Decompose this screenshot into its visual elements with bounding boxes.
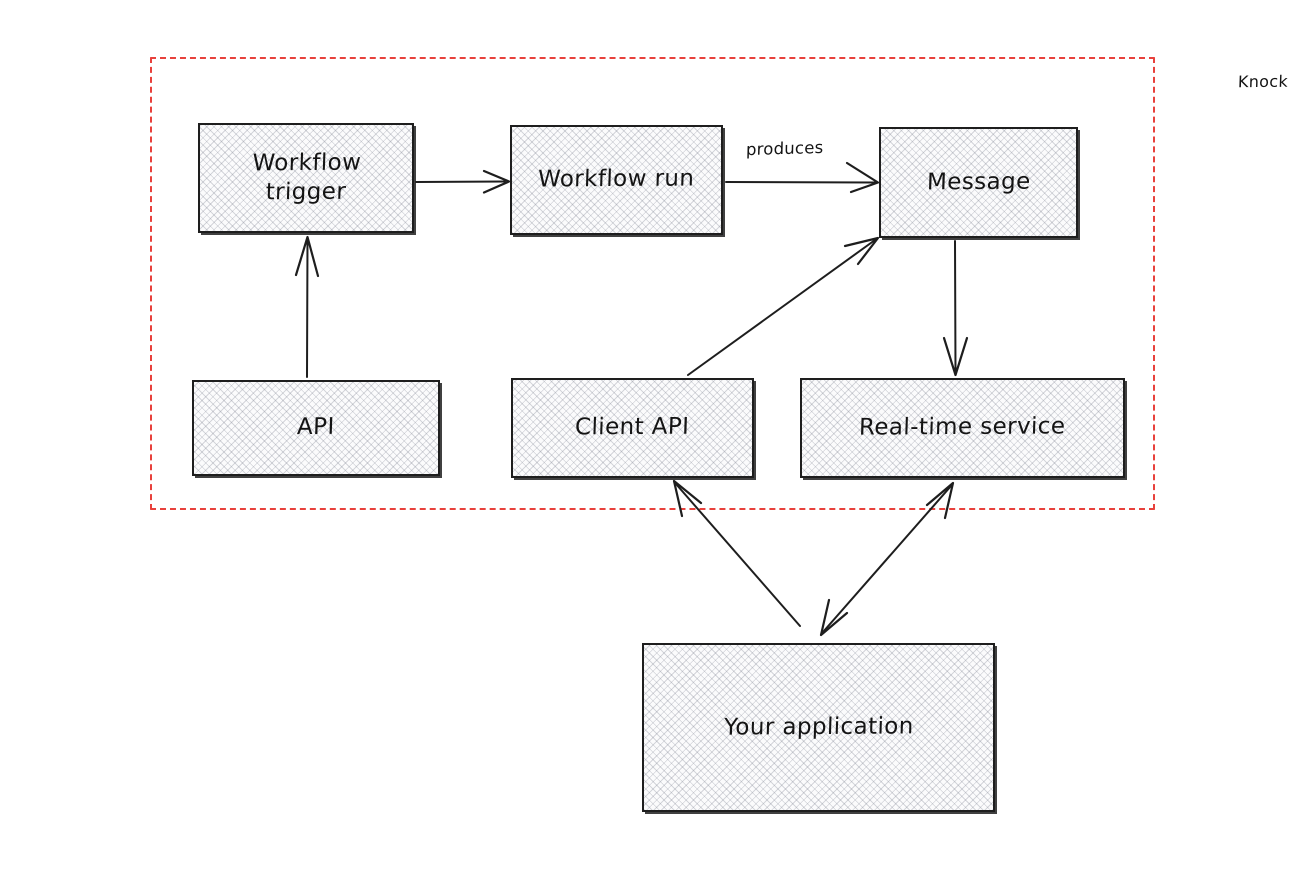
node-workflow-trigger[interactable]: Workflow trigger [198, 123, 414, 233]
node-client-api[interactable]: Client API [511, 378, 754, 478]
node-workflow-run-label: Workflow run [537, 165, 696, 193]
edge-clientapi-to-message [687, 236, 880, 376]
node-message[interactable]: Message [879, 127, 1078, 238]
edge-run-to-message [725, 161, 880, 194]
edge-message-to-realtime [942, 240, 969, 377]
node-message-label: Message [926, 168, 1031, 196]
node-real-time-service[interactable]: Real-time service [800, 378, 1125, 478]
knock-boundary-region [150, 57, 1155, 510]
node-workflow-trigger-label: Workflow trigger [251, 149, 362, 206]
node-your-application-label: Your application [723, 713, 914, 741]
node-api-label: API [296, 414, 336, 441]
node-workflow-run[interactable]: Workflow run [510, 125, 723, 235]
edge-trigger-to-run [415, 169, 511, 194]
edge-app-and-realtime [819, 481, 955, 637]
edge-label-produces: produces [745, 137, 824, 160]
node-api[interactable]: API [192, 380, 440, 476]
node-client-api-label: Client API [574, 413, 691, 441]
node-your-application[interactable]: Your application [642, 643, 995, 812]
edge-app-to-clientapi [672, 479, 801, 627]
edge-api-to-trigger [294, 235, 320, 378]
node-real-time-service-label: Real-time service [858, 413, 1067, 441]
